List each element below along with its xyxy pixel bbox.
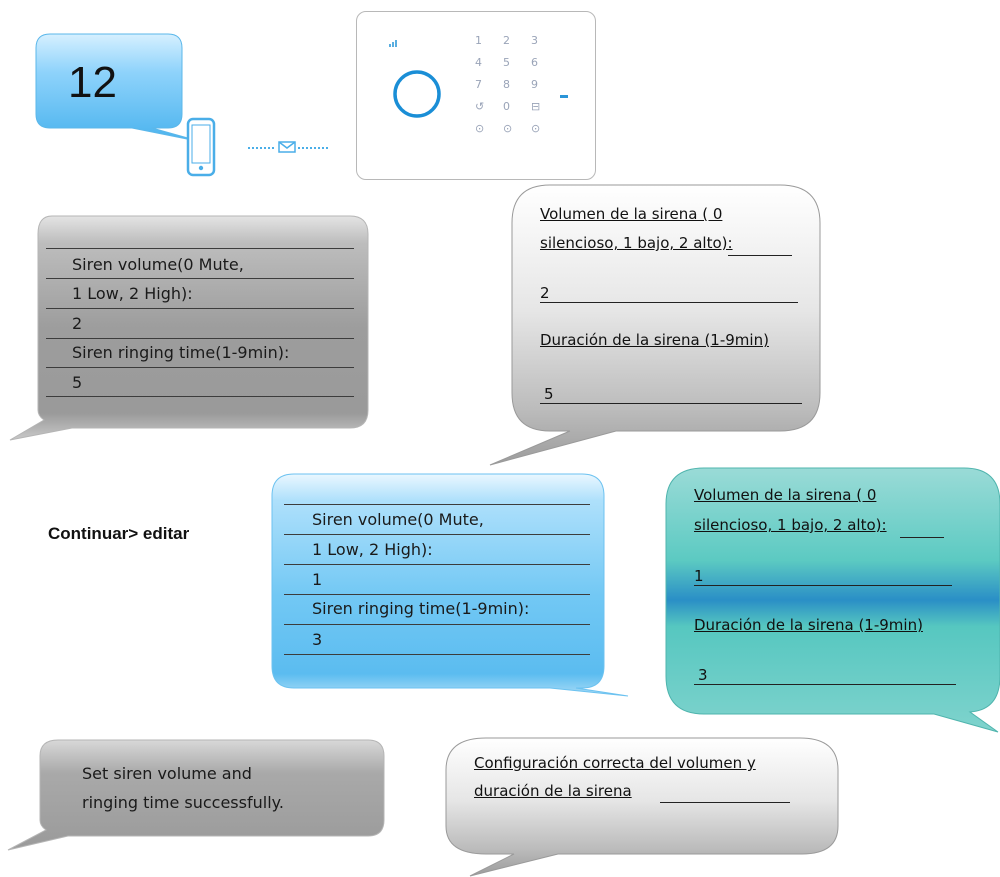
keypad-key[interactable]: 6 xyxy=(531,56,538,69)
keypad-key[interactable]: ⊙ xyxy=(475,122,485,135)
b3-line-2: 1 Low, 2 High): xyxy=(312,540,433,559)
keypad-key[interactable]: 4 xyxy=(475,56,482,69)
bubble-siren-settings-es: Volumen de la sirena ( 0 silencioso, 1 b… xyxy=(489,183,830,468)
b2-line-4: Duración de la sirena (1-9min) xyxy=(540,331,769,349)
b3-line-5: 3 xyxy=(312,630,323,649)
b4-line-2: silencioso, 1 bajo, 2 alto): xyxy=(694,516,887,534)
bubble-1-shape xyxy=(9,215,369,441)
keypad-key[interactable]: 5 xyxy=(503,56,510,69)
b5-line-1: Set siren volume and xyxy=(82,764,252,783)
keypad-key[interactable]: ⊙ xyxy=(531,122,541,135)
keypad[interactable]: 1 2 3 4 5 6 7 8 9 ↺ 0 ⊟ ⊙ ⊙ ⊙ xyxy=(475,34,555,164)
status-ring-icon xyxy=(393,70,441,118)
bubble-3-shape xyxy=(271,473,629,697)
b2-line-2: silencioso, 1 bajo, 2 alto): xyxy=(540,234,733,252)
b1-line-2: 1 Low, 2 High): xyxy=(72,284,193,303)
b4-line-1: Volumen de la sirena ( 0 xyxy=(694,486,877,504)
bubble-2-shape xyxy=(489,184,821,466)
b5-line-2: ringing time successfully. xyxy=(82,793,284,812)
b3-line-1: Siren volume(0 Mute, xyxy=(312,510,484,529)
b6-line-1: Configuración correcta del volumen y xyxy=(474,754,756,772)
continue-edit-label: Continuar> editar xyxy=(48,524,190,543)
bubble-4-shape xyxy=(665,467,1000,733)
b2-line-3: 2 xyxy=(540,284,550,302)
bubble-siren-edit-es: Volumen de la sirena ( 0 silencioso, 1 b… xyxy=(664,466,1000,736)
b4-line-3: 1 xyxy=(694,567,704,585)
connection-line xyxy=(248,140,334,154)
keypad-key[interactable]: 2 xyxy=(503,34,510,47)
bubble-success-en: Set siren volume and ringing time succes… xyxy=(7,738,388,853)
keypad-key[interactable]: 0 xyxy=(503,100,510,113)
step-badge-bubble: 12 xyxy=(34,33,203,146)
phone-icon xyxy=(186,117,216,177)
keypad-key[interactable]: 9 xyxy=(531,78,538,91)
bubble-5-shape xyxy=(7,739,385,851)
b1-line-4: Siren ringing time(1-9min): xyxy=(72,343,290,362)
keypad-key[interactable]: 8 xyxy=(503,78,510,91)
b3-line-3: 1 xyxy=(312,570,323,589)
keypad-key[interactable]: ↺ xyxy=(475,100,485,113)
keypad-key[interactable]: 7 xyxy=(475,78,482,91)
indicator-dash xyxy=(560,95,568,98)
b1-line-1: Siren volume(0 Mute, xyxy=(72,255,244,274)
b4-line-5: 3 xyxy=(698,666,708,684)
bubble-success-es: Configuración correcta del volumen y dur… xyxy=(440,736,840,877)
b1-line-3: 2 xyxy=(72,314,83,333)
keypad-key[interactable]: ⊟ xyxy=(531,100,541,113)
signal-icon xyxy=(389,40,397,47)
bubble-siren-settings-en: Siren volume(0 Mute, 1 Low, 2 High): 2 S… xyxy=(9,214,370,444)
b4-line-4: Duración de la sirena (1-9min) xyxy=(694,616,923,634)
bubble-siren-edit-en: Siren volume(0 Mute, 1 Low, 2 High): 1 S… xyxy=(270,472,630,702)
keypad-key[interactable]: 3 xyxy=(531,34,538,47)
bubble-6-shape xyxy=(445,737,839,877)
alarm-panel: 1 2 3 4 5 6 7 8 9 ↺ 0 ⊟ ⊙ ⊙ ⊙ xyxy=(356,11,596,180)
b2-line-1: Volumen de la sirena ( 0 xyxy=(540,205,723,223)
keypad-key[interactable]: 1 xyxy=(475,34,482,47)
b3-line-4: Siren ringing time(1-9min): xyxy=(312,599,530,618)
b1-line-5: 5 xyxy=(72,373,83,392)
envelope-icon xyxy=(278,141,296,153)
step-number: 12 xyxy=(68,58,117,107)
b2-line-5: 5 xyxy=(544,385,554,403)
keypad-key[interactable]: ⊙ xyxy=(503,122,513,135)
b6-line-2: duración de la sirena xyxy=(474,782,632,800)
step-badge-shape xyxy=(35,33,203,143)
